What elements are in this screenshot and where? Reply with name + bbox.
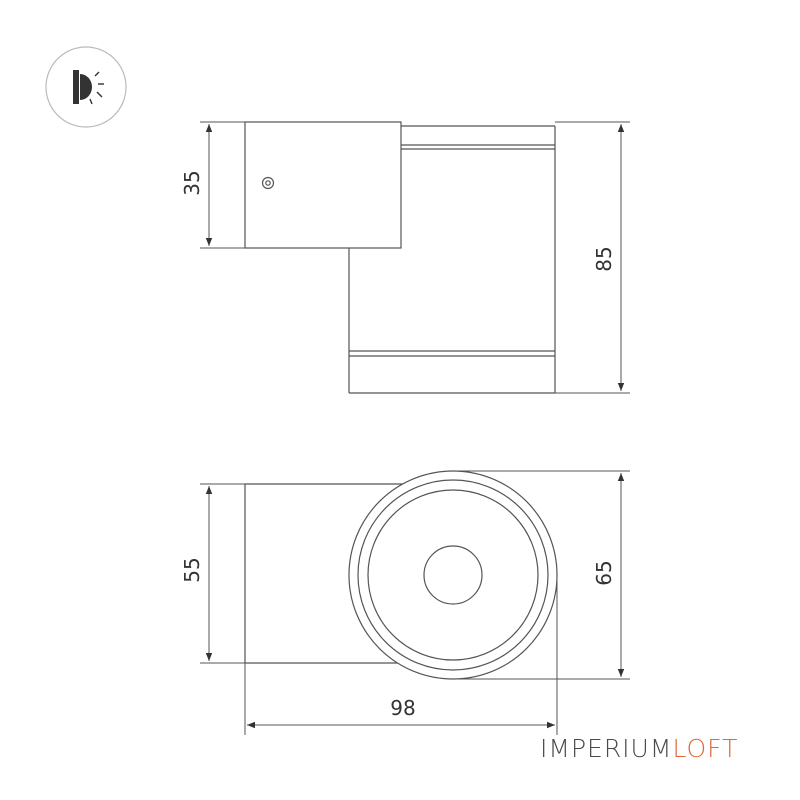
dim-35-label: 35	[180, 170, 204, 195]
brand-logo-part1: IMPERIUM	[540, 734, 673, 763]
dim-98-label: 98	[390, 696, 415, 720]
brand-logo-part2: LOFT	[672, 734, 739, 763]
wall-light-icon	[45, 46, 127, 128]
front-dimension-lines	[200, 470, 630, 735]
front-view	[244, 470, 558, 680]
dim-65-label: 65	[592, 560, 616, 585]
brand-logo: IMPERIUMLOFT	[540, 734, 738, 763]
dim-85-label: 85	[592, 246, 616, 271]
dim-55-label: 55	[180, 557, 204, 582]
side-view	[244, 121, 556, 394]
side-dimension-lines	[200, 121, 630, 394]
